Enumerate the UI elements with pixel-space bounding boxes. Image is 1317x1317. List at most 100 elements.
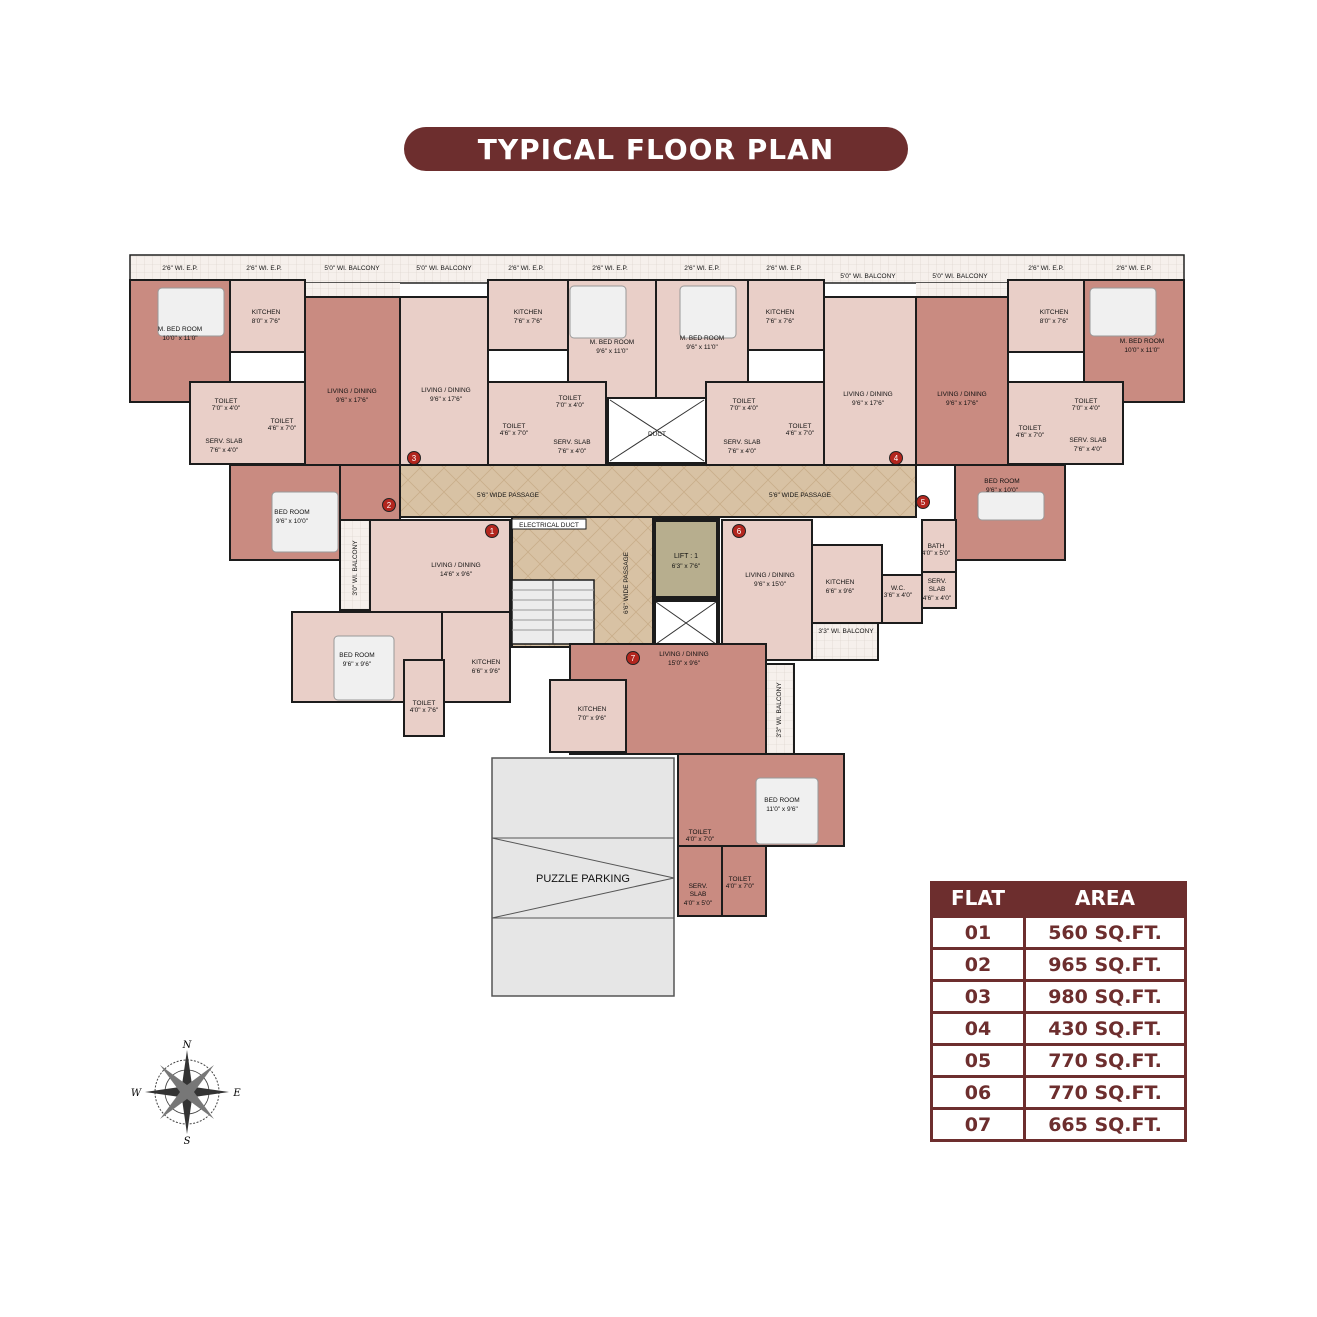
- room-dim: 10'0" x 11'0": [162, 335, 198, 342]
- flat-cell: 05: [930, 1043, 1026, 1078]
- room-label: TOILET: [789, 423, 812, 430]
- lift-shaft: [652, 518, 720, 648]
- compass-south: S: [184, 1136, 191, 1147]
- balcony-label: 3'3" WI. BALCONY: [776, 682, 783, 738]
- room-dim: 7'0" x 4'0": [556, 402, 585, 409]
- balcony-label: 2'6" WI. E.P.: [1116, 265, 1152, 272]
- balcony-label: 2'6" WI. E.P.: [162, 265, 198, 272]
- page-title: TYPICAL FLOOR PLAN: [404, 127, 908, 171]
- room-label: TOILET: [689, 829, 712, 836]
- balcony-label: 3'0" WI. BALCONY: [352, 540, 359, 596]
- flat-cell: 06: [930, 1075, 1026, 1110]
- balcony-label: 5'0" WI. BALCONY: [324, 265, 380, 272]
- puzzle-parking: [491, 757, 675, 997]
- passage-label: 5'6" WIDE PASSAGE: [477, 492, 540, 499]
- room-label: TOILET: [215, 398, 238, 405]
- room-dim: 8'0" x 7'6": [252, 318, 281, 325]
- room-dim: 7'6" x 7'6": [766, 318, 795, 325]
- room-label: M. BED ROOM: [680, 335, 724, 342]
- room-dim: 7'6" x 7'6": [514, 318, 543, 325]
- compass-west: W: [131, 1088, 142, 1099]
- room-label: TOILET: [413, 700, 436, 707]
- room-label: SERV. SLAB: [205, 438, 242, 445]
- flat-marker-5: 5: [921, 498, 926, 507]
- duct-label: DUCT: [648, 431, 666, 438]
- room-dim: 7'0" x 4'0": [1072, 405, 1101, 412]
- passage-label: 6'6" WIDE PASSAGE: [623, 551, 630, 614]
- flat-cell: 01: [930, 915, 1026, 950]
- compass-icon: N S E W: [131, 1040, 241, 1147]
- balcony-label: 2'6" WI. E.P.: [246, 265, 282, 272]
- room-labels: 2'6" WI. E.P. 2'6" WI. E.P. 5'0" WI. BAL…: [158, 265, 1164, 907]
- room-label: KITCHEN: [1040, 309, 1069, 316]
- passage-label: 5'6" WIDE PASSAGE: [769, 492, 832, 499]
- room-label: M. BED ROOM: [1120, 338, 1164, 345]
- compass-east: E: [232, 1088, 241, 1099]
- area-cell: 430 SQ.FT.: [1023, 1011, 1187, 1046]
- flat-cell: 07: [930, 1107, 1026, 1142]
- balcony-label: 2'6" WI. E.P.: [1028, 265, 1064, 272]
- room-label: KITCHEN: [826, 579, 855, 586]
- room-label: SLAB: [929, 586, 946, 593]
- flat-cell: 03: [930, 979, 1026, 1014]
- table-row: 06 770 SQ.FT.: [930, 1075, 1187, 1110]
- flat-5-rooms: [915, 279, 1185, 561]
- room-dim: 4'0" x 5'0": [922, 550, 951, 557]
- room-dim: 4'6" x 7'0": [1016, 432, 1045, 439]
- room-dim: 7'6" x 4'0": [1074, 446, 1103, 453]
- table-row: 04 430 SQ.FT.: [930, 1011, 1187, 1046]
- room-label: LIVING / DINING: [659, 651, 708, 658]
- room-label: LIVING / DINING: [843, 391, 892, 398]
- room-label: TOILET: [503, 423, 526, 430]
- flat-marker-2: 2: [387, 501, 392, 510]
- room-dim: 4'0" x 7'0": [686, 836, 715, 843]
- balcony-label: 2'6" WI. E.P.: [592, 265, 628, 272]
- flat-area-table: FLAT AREA 01 560 SQ.FT. 02 965 SQ.FT. 03…: [930, 881, 1187, 1142]
- room-dim: 9'6" x 11'0": [686, 344, 718, 351]
- room-label: TOILET: [559, 395, 582, 402]
- parking-label: PUZZLE PARKING: [536, 873, 630, 885]
- balcony-label: 2'6" WI. E.P.: [684, 265, 720, 272]
- room-dim: 9'6" x 17'6": [852, 400, 885, 407]
- area-cell: 770 SQ.FT.: [1023, 1043, 1187, 1078]
- lift-label: LIFT : 1: [674, 553, 698, 560]
- room-label: SERV.: [928, 578, 947, 585]
- room-label: LIVING / DINING: [327, 388, 376, 395]
- room-label: KITCHEN: [514, 309, 543, 316]
- flat-marker-4: 4: [894, 454, 899, 463]
- room-dim: 7'6" x 4'0": [558, 448, 587, 455]
- compass-north: N: [182, 1040, 193, 1051]
- room-dim: 4'0" x 7'6": [410, 707, 439, 714]
- table-row: 07 665 SQ.FT.: [930, 1107, 1187, 1142]
- area-cell: 770 SQ.FT.: [1023, 1075, 1187, 1110]
- flat-2-rooms: [129, 279, 401, 561]
- flat-marker-6: 6: [737, 527, 742, 536]
- room-dim: 9'6" x 9'6": [343, 661, 372, 668]
- room-label: TOILET: [271, 418, 294, 425]
- room-dim: 4'6" x 7'0": [500, 430, 529, 437]
- room-dim: 4'0" x 7'0": [726, 883, 755, 890]
- balcony-label: 5'0" WI. BALCONY: [840, 273, 896, 280]
- room-label: KITCHEN: [472, 659, 501, 666]
- room-label: LIVING / DINING: [937, 391, 986, 398]
- room-label: BED ROOM: [274, 509, 309, 516]
- room-label: SLAB: [690, 891, 707, 898]
- room-label: KITCHEN: [252, 309, 281, 316]
- flat-cell: 02: [930, 947, 1026, 982]
- corridor-passage: [399, 464, 917, 518]
- room-dim: 11'0" x 9'6": [766, 806, 798, 813]
- area-cell: 980 SQ.FT.: [1023, 979, 1187, 1014]
- room-label: TOILET: [1019, 425, 1042, 432]
- room-dim: 9'6" x 11'0": [596, 348, 628, 355]
- flat-4-rooms: [655, 279, 917, 466]
- lift-dim: 6'3" x 7'6": [672, 563, 701, 570]
- room-label: KITCHEN: [766, 309, 795, 316]
- room-dim: 9'6" x 17'6": [336, 397, 369, 404]
- room-dim: 6'6" x 9'6": [826, 588, 855, 595]
- table-header-flat: FLAT: [951, 886, 1005, 910]
- room-label: SERV. SLAB: [723, 439, 760, 446]
- room-dim: 3'6" x 4'0": [884, 592, 913, 599]
- room-label: W.C.: [891, 585, 905, 592]
- room-label: LIVING / DINING: [421, 387, 470, 394]
- room-dim: 9'6" x 10'0": [276, 518, 309, 525]
